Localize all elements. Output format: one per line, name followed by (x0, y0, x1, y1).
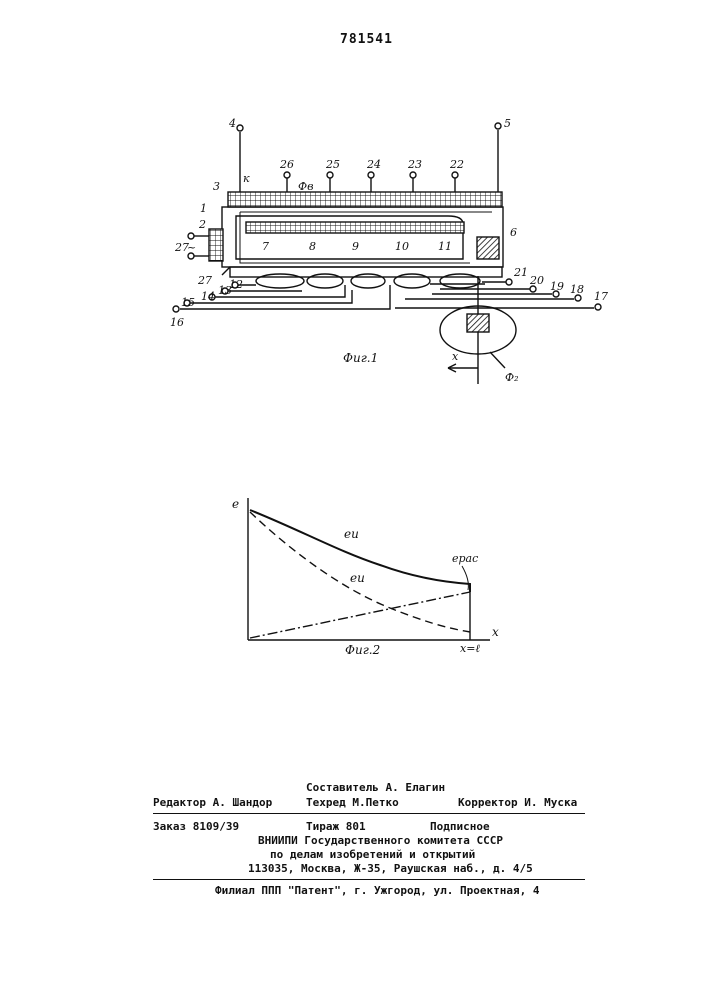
label-20: 20 (529, 274, 544, 287)
label-5: 5 (504, 117, 511, 130)
label-26: 26 (279, 158, 294, 171)
primary-winding (209, 229, 223, 261)
label-x-arrow: x (452, 350, 459, 363)
footer-divider-top (153, 813, 585, 814)
label-18: 18 (570, 283, 584, 296)
label-phi-2: Ф₂ (505, 371, 519, 384)
curve-rising-label: eрас (452, 552, 478, 565)
block-6 (477, 237, 499, 259)
footer-org-line2: по делам изобретений и открытий (270, 848, 475, 861)
label-23: 23 (407, 158, 422, 171)
footer-order: Заказ 8109/39 (153, 820, 239, 833)
footer-address: 113035, Москва, Ж-35, Раушская наб., д. … (248, 862, 533, 875)
label-8: 8 (309, 240, 316, 253)
label-19: 19 (550, 280, 564, 293)
label-1: 1 (200, 202, 207, 215)
label-25: 25 (325, 158, 340, 171)
winding-inner (246, 222, 464, 233)
label-10: 10 (395, 240, 409, 253)
label-ac: ~ (187, 241, 196, 254)
label-22: 22 (449, 158, 464, 171)
moving-core (467, 314, 489, 332)
label-6: 6 (510, 226, 517, 239)
curve-dashed-label: eи (350, 571, 365, 585)
footer-compiler: Составитель А. Елагин (306, 781, 445, 794)
label-3: 3 (213, 180, 220, 193)
label-7: 7 (262, 240, 269, 253)
label-13: 13 (218, 284, 232, 297)
footer-corrector: Корректор И. Муска (458, 796, 577, 809)
label-14: 14 (201, 290, 215, 303)
curve-upper-label: eи (344, 527, 359, 541)
footer-org-line1: ВНИИПИ Государственного комитета СССР (258, 834, 503, 847)
bottom-rail (230, 267, 502, 277)
figure-2-graph: e x x=ℓ eи eи eрас Фиг.2 (0, 480, 707, 670)
label-9: 9 (352, 240, 359, 253)
label-11: 11 (438, 240, 452, 253)
footer-techred: Техред М.Петко (306, 796, 399, 809)
label-24: 24 (366, 158, 381, 171)
label-phi-v: Фв (298, 180, 314, 193)
footer-subscription: Подписное (430, 820, 490, 833)
coil-11 (440, 274, 480, 288)
winding-top (228, 192, 502, 207)
footer-editor: Редактор А. Шандор (153, 796, 272, 809)
x-end-label: x=ℓ (460, 642, 480, 655)
figure-1-caption: Фиг.1 (343, 351, 378, 365)
flux-loop (240, 212, 492, 263)
coil-10 (394, 274, 430, 288)
coil-8 (307, 274, 343, 288)
label-2: 2 (198, 218, 206, 231)
x-axis-label: x (492, 625, 499, 639)
label-16: 16 (170, 316, 184, 329)
label-17: 17 (594, 290, 608, 303)
footer-branch: Филиал ППП "Патент", г. Ужгород, ул. Про… (215, 884, 540, 897)
footer-divider-bottom (153, 879, 585, 880)
label-15: 15 (181, 296, 195, 309)
curve-e-rising (250, 592, 470, 638)
figure-2-caption: Фиг.2 (345, 643, 380, 657)
label-k: к (243, 172, 250, 185)
label-27-b: 27 (197, 274, 212, 287)
coil-9 (351, 274, 385, 288)
y-axis-label: e (232, 497, 239, 511)
label-21: 21 (513, 266, 528, 279)
label-4: 4 (228, 117, 236, 130)
coil-7 (256, 274, 304, 288)
footer-circulation: Тираж 801 (306, 820, 366, 833)
figure-1-schematic: 4 5 к 26 25 24 23 22 Фв 3 1 2 27 ~ 27 6 … (0, 0, 707, 400)
